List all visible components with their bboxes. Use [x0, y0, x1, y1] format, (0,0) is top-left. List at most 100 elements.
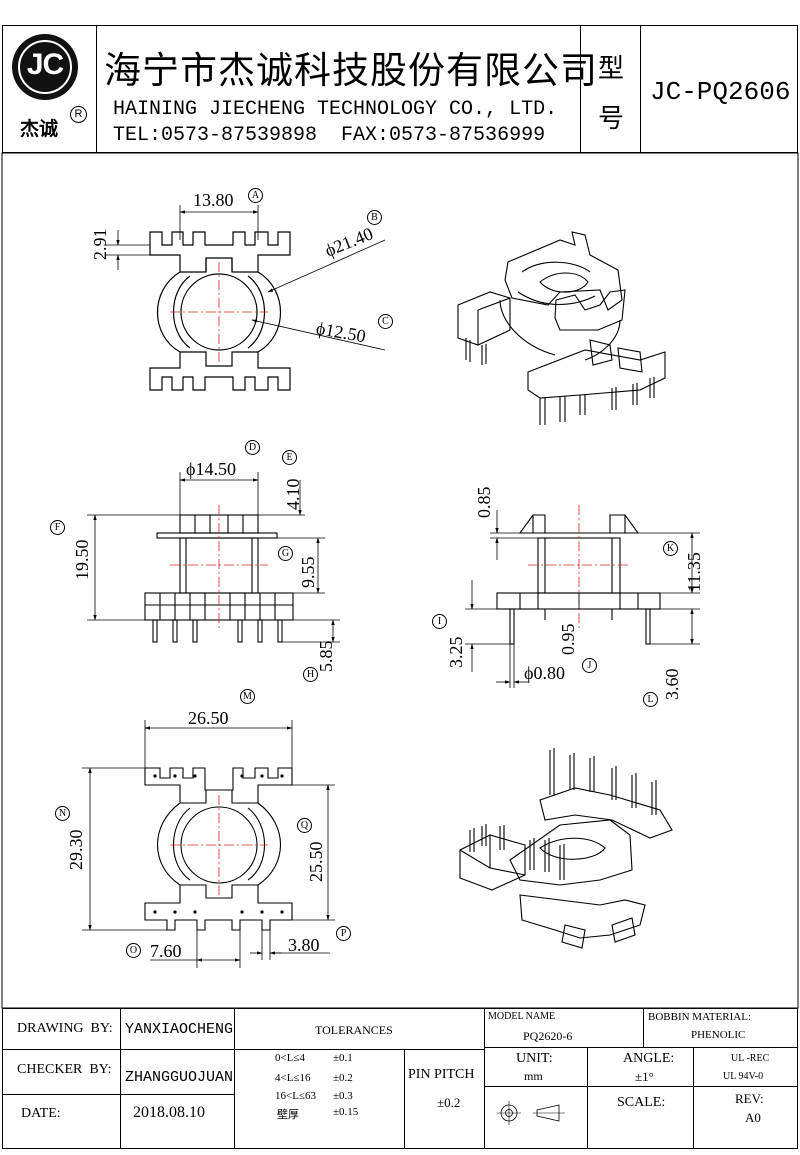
iso-view-bottom	[459, 748, 673, 949]
dim-top-width: 13.80	[193, 190, 234, 210]
unit-label: UNIT:	[516, 1051, 553, 1066]
mark-bottom-inner-h-letter: Q	[300, 820, 309, 831]
front-view-centerlines	[170, 505, 268, 630]
tb-vline-5	[587, 1047, 588, 1148]
dim-bottom-pitch: 3.80	[288, 935, 320, 955]
pin-pitch-label: PIN PITCH	[408, 1067, 475, 1082]
dim-front-winding: 9.55	[298, 556, 318, 589]
mark-bottom-height-letter: N	[58, 808, 67, 819]
mark-front-core: D	[245, 440, 260, 455]
tol-row-1-range: 0<L≤4	[275, 1052, 305, 1064]
mark-front-flange: E	[282, 450, 297, 465]
mark-front-flange-letter: E	[286, 452, 293, 463]
checker-by-name: ZHANGGUOJUAN	[125, 1069, 234, 1086]
dim-top-slot: 2.91	[90, 228, 110, 261]
title-block: DRAWING BY: YANXIAOCHENG CHECKER BY: ZHA…	[2, 1008, 798, 1149]
bottom-view-outline-top	[144, 767, 293, 804]
ul-94v0: UL 94V-0	[723, 1071, 764, 1082]
mark-bottom-left: O	[126, 943, 141, 958]
tb-hline-2	[3, 1094, 234, 1095]
mark-top-outer-dia-letter: B	[371, 212, 378, 223]
dim-front-flange: 4.10	[283, 478, 303, 511]
mark-top-outer-dia: B	[367, 210, 382, 225]
bottom-view-flange-right	[257, 802, 281, 886]
mark-top-width-letter: A	[251, 190, 260, 201]
mark-bottom-height: N	[55, 806, 70, 821]
dim-front-pin: 5.85	[316, 640, 336, 673]
date-value: 2018.08.10	[133, 1104, 205, 1121]
tb-vline-1	[120, 1009, 121, 1148]
drawing-frame	[1, 152, 799, 1009]
tol-row-4-value: ±0.15	[333, 1106, 359, 1118]
top-view-outline-top	[149, 231, 291, 273]
tb-vline-7	[693, 1047, 694, 1148]
ul-rec: UL -REC	[731, 1053, 770, 1064]
header-divider-model	[580, 25, 581, 153]
side-flange-right	[609, 514, 640, 534]
top-view-outline-bottom	[149, 351, 291, 391]
registered-mark-letter: R	[74, 108, 83, 120]
mark-side-base-letter: I	[437, 616, 442, 627]
projection-cone	[536, 1104, 560, 1122]
rev-label: REV:	[735, 1091, 764, 1106]
company-name-cn: 海宁市杰诚科技股份有限公司	[104, 49, 598, 92]
side-view-dimensions	[465, 510, 700, 688]
front-pins	[152, 619, 283, 643]
mark-front-winding-letter: G	[281, 548, 290, 559]
logo-ring	[18, 40, 72, 94]
top-view-dimensions	[105, 205, 386, 351]
mark-side-pin-len-letter: L	[647, 694, 654, 705]
mark-side-height: K	[663, 541, 678, 556]
bobbin-material-value: PHENOLIC	[691, 1029, 746, 1041]
checker-by-label: CHECKER BY:	[17, 1062, 112, 1077]
dim-side-gap: 0.95	[558, 623, 578, 656]
front-view-dimensions	[87, 472, 340, 643]
registered-mark: R	[70, 106, 87, 123]
mark-side-pin-dia-letter: J	[587, 660, 592, 671]
tb-hline-4	[484, 1086, 797, 1087]
unit-value: mm	[524, 1069, 543, 1083]
tol-row-3-range: 16<L≤63	[275, 1090, 316, 1102]
tol-row-2-value: ±0.2	[333, 1072, 353, 1084]
top-view	[149, 231, 291, 391]
mark-front-total-h-letter: F	[54, 522, 61, 533]
scale-label: SCALE:	[617, 1095, 666, 1110]
dim-bottom-left: 7.60	[150, 941, 182, 961]
side-view	[496, 514, 661, 645]
dim-bottom-inner-h: 25.50	[306, 841, 326, 883]
mark-front-core-letter: D	[248, 442, 257, 453]
bottom-view-centerlines	[170, 795, 268, 895]
company-logo: JC	[12, 34, 78, 100]
tb-hline-3	[484, 1047, 797, 1048]
logo-letters: JC	[26, 48, 64, 81]
logo-caption: 杰诚	[20, 118, 59, 140]
bottom-view-dimensions	[82, 720, 335, 968]
iso-view-top	[457, 231, 666, 425]
model-name-value: PQ2620-6	[523, 1029, 573, 1043]
mark-side-pin-dia: J	[582, 658, 597, 673]
dim-side-height: 11.35	[684, 552, 704, 592]
mark-bottom-inner-h: Q	[297, 818, 312, 833]
tolerances-label: TOLERANCES	[315, 1023, 393, 1037]
bobbin-material-label: BOBBIN MATERIAL:	[648, 1011, 751, 1023]
mark-side-pin-len: L	[643, 692, 658, 707]
dim-bottom-height: 29.30	[66, 829, 86, 871]
side-base	[496, 592, 661, 610]
dim-bottom-width: 26.50	[188, 708, 229, 728]
mark-bottom-pitch-letter: P	[340, 928, 347, 939]
tb-vline-3	[404, 1049, 405, 1148]
dim-front-total-h: 19.50	[72, 539, 92, 581]
mark-front-total-h: F	[50, 520, 65, 535]
mark-top-width: A	[248, 188, 263, 203]
angle-label: ANGLE:	[623, 1051, 675, 1066]
bottom-view-pin-holes	[153, 774, 284, 914]
header-divider-model2	[640, 25, 641, 153]
bottom-view-flange-left	[157, 802, 181, 886]
pin-pitch-value: ±0.2	[437, 1095, 461, 1110]
mark-front-winding: G	[278, 546, 293, 561]
top-view-flange-right	[257, 271, 281, 353]
dim-side-pin-len: 3.60	[662, 668, 682, 701]
model-label-2: 号	[598, 104, 625, 134]
mark-bottom-width-letter: M	[243, 691, 252, 702]
